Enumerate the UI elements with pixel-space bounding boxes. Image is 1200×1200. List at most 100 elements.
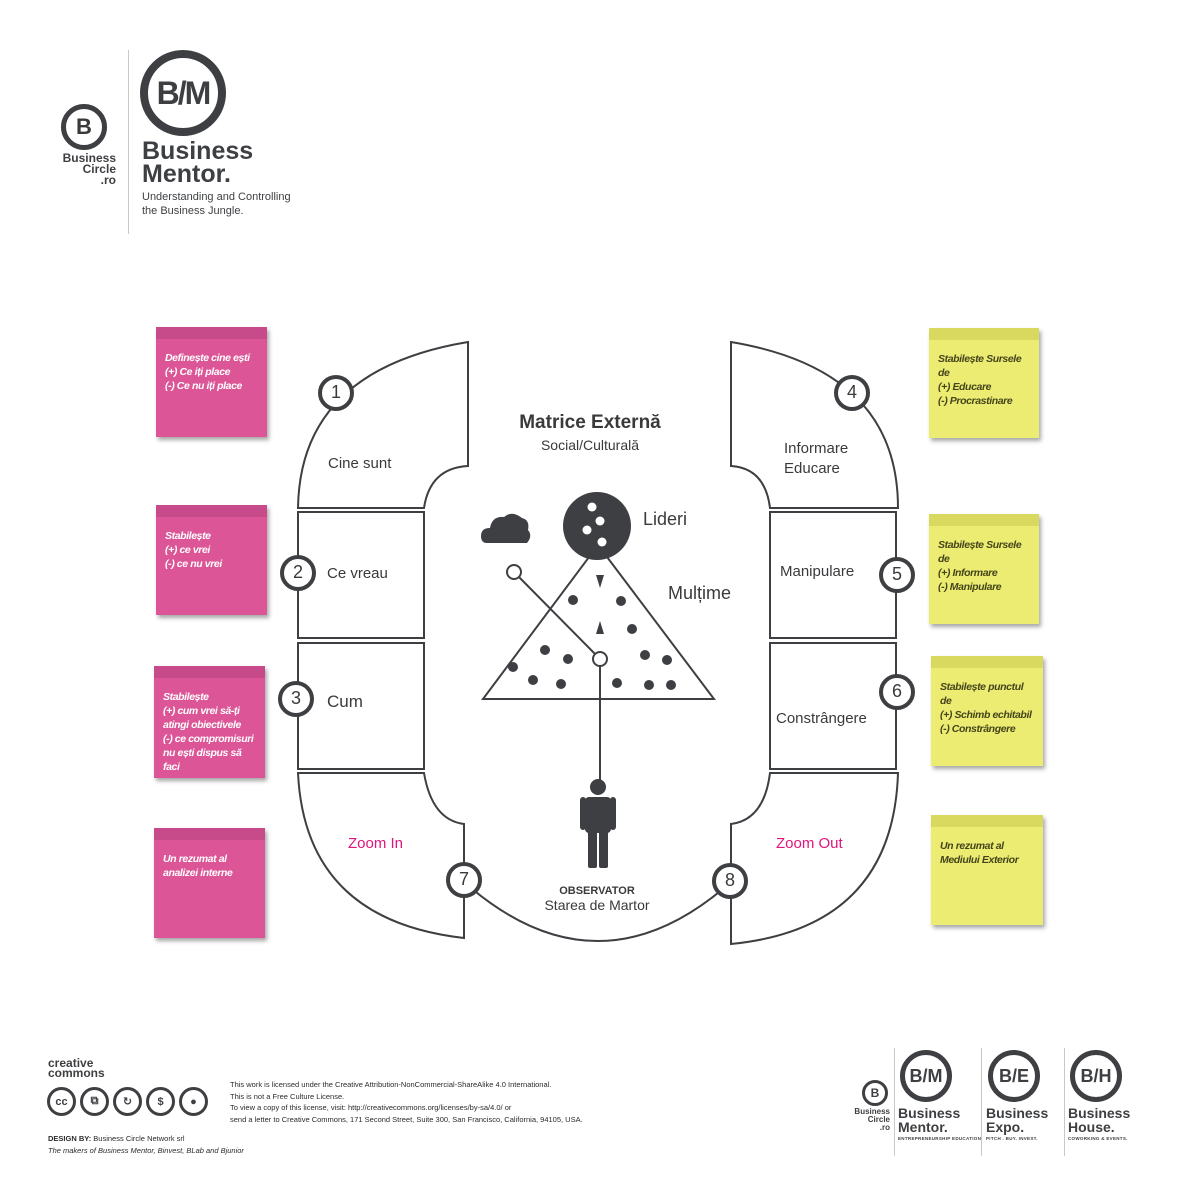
note-educare: Stabilește Sursele de (+) Educare (-) Pr…: [929, 328, 1039, 438]
note-ce-vrei: Stabilește (+) ce vrei (-) ce nu vrei: [156, 505, 267, 615]
brand-bm-slogan: ENTREPRENEURSHIP EDUCATION.: [898, 1136, 983, 1141]
badge-6: 6: [891, 681, 902, 701]
note-informare: Stabilește Sursele de (+) Informare (-) …: [929, 514, 1039, 624]
bm-name-line1: Business: [142, 137, 254, 165]
footer-bc-mark: B: [862, 1080, 888, 1106]
brand-be-slogan: PITCH . BUY. INVEST.: [986, 1136, 1038, 1141]
section-zoom-in-shape: [296, 772, 465, 940]
badge-7: 7: [458, 869, 469, 889]
brand-be-name2: Expo.: [986, 1119, 1025, 1135]
business-mentor-name: Business Mentor.: [142, 137, 254, 188]
observer-arc: [463, 881, 732, 942]
header-divider: [128, 50, 129, 234]
bm-name-line2: Mentor.: [142, 160, 231, 188]
badge-7-ring: [446, 862, 482, 898]
footer-bc-line1: Business: [854, 1107, 890, 1116]
license-line-1: This work is licensed under the Creative…: [230, 1080, 552, 1089]
note-rezumat-intern: Un rezumat al analizei interne: [154, 828, 265, 938]
note-cum-vrei: Stabilește (+) cum vrei să-ți atingi obi…: [154, 666, 265, 778]
person-icon: [580, 779, 616, 868]
label-zoom-out: Zoom Out: [776, 835, 843, 852]
label-ce-vreau: Ce vreau: [327, 565, 388, 582]
section-constrangere-shape: [769, 642, 897, 770]
brand-bm-name2: Mentor.: [898, 1119, 948, 1135]
business-circle-mark: B: [61, 104, 107, 150]
badge-1-ring: [318, 375, 354, 411]
down-arrow-icon: [596, 575, 604, 588]
brand-be-mark: B/E: [988, 1050, 1040, 1102]
crowd-dots: [508, 595, 676, 690]
bc-logo-line1: Business: [62, 151, 116, 165]
cc-word-line2: commons: [48, 1066, 105, 1080]
design-credit: DESIGN BY: Business Circle Network srl T…: [48, 1133, 244, 1157]
badge-5-ring: [879, 557, 915, 593]
bc-logo-line2: Circle: [82, 162, 116, 176]
design-by-value: Business Circle Network srl: [93, 1134, 185, 1143]
business-mentor-tagline: Understanding and Controlling the Busine…: [142, 190, 291, 218]
label-informare: Informare: [784, 440, 849, 457]
brand-be-name1: Business: [986, 1105, 1049, 1121]
bm-tagline-line2: the Business Jungle.: [142, 205, 244, 217]
badge-3-ring: [278, 681, 314, 717]
cc-noncommercial-icon: $: [146, 1087, 175, 1116]
label-manipulare: Manipulare: [780, 563, 855, 580]
makers-text: The makers of Business Mentor, Binvest, …: [48, 1146, 244, 1155]
label-cine-sunt: Cine sunt: [328, 455, 392, 472]
cc-license-icons: cc ⧉ ↻ $ ●: [47, 1087, 208, 1116]
design-by-label: DESIGN BY:: [48, 1134, 92, 1143]
badge-2-ring: [280, 555, 316, 591]
cc-sharealike-icon: ↻: [113, 1087, 142, 1116]
badge-3: 3: [290, 688, 301, 708]
badge-6-ring: [879, 674, 915, 710]
creative-commons-logo: creative commons: [48, 1056, 105, 1080]
label-multime: Mulțime: [668, 583, 732, 603]
label-informare-educare: Informare Educare: [784, 439, 848, 479]
cc-attribution-icon: ●: [179, 1087, 208, 1116]
brand-bm-mark: B/M: [900, 1050, 952, 1102]
license-line-2: This is not a Free Culture License.: [230, 1091, 345, 1101]
badge-4: 4: [846, 382, 857, 402]
badge-5: 5: [891, 564, 902, 584]
bm-tagline-line1: Understanding and Controlling: [142, 191, 291, 203]
section-informare-shape: [730, 340, 900, 509]
diagram-subtitle: Social/Culturală: [540, 437, 640, 453]
business-circle-logo: B Business Circle .ro: [44, 104, 124, 186]
label-cum: Cum: [327, 692, 363, 711]
badge-8-ring: [712, 863, 748, 899]
viewpoint-circle: [506, 564, 522, 580]
bc-logo-line3: .ro: [100, 173, 116, 187]
brand-separator-3: [1064, 1048, 1065, 1156]
footer-bc-line3: .ro: [879, 1123, 890, 1132]
note-rezumat-exterior: Un rezumat al Mediului Exterior: [931, 815, 1043, 925]
observation-line: [513, 571, 601, 660]
note-schimb: Stabilește punctul de (+) Schimb echitab…: [931, 656, 1043, 766]
badge-4-ring: [834, 375, 870, 411]
brand-bh-name2: House.: [1068, 1119, 1115, 1135]
brand-bh-name1: Business: [1068, 1105, 1131, 1121]
up-arrow-icon: [596, 621, 604, 634]
section-cine-sunt-shape: [296, 340, 469, 509]
footer-bc-line2: Circle: [867, 1115, 890, 1124]
cc-share-icon: ⧉: [80, 1087, 109, 1116]
brand-separator-2: [981, 1048, 982, 1156]
brand-bh-mark: B/H: [1070, 1050, 1122, 1102]
label-lideri: Lideri: [643, 509, 688, 529]
note-defineste: Definește cine ești (+) Ce iți place (-)…: [156, 327, 267, 437]
cloud-icon: [481, 513, 531, 543]
footer-bc-logo: B Business Circle .ro: [848, 1080, 890, 1132]
label-educare: Educare: [784, 460, 840, 477]
brand-bh-slogan: COWORKING & EVENTS.: [1068, 1136, 1128, 1141]
license-text: This work is licensed under the Creative…: [230, 1079, 583, 1125]
section-zoom-out-shape: [730, 772, 900, 946]
license-line-4: send a letter to Creative Commons, 171 S…: [230, 1114, 583, 1124]
badge-8: 8: [724, 870, 735, 890]
label-zoom-in: Zoom In: [348, 835, 404, 852]
badge-1: 1: [330, 382, 341, 402]
cc-word-line1: creative: [48, 1056, 94, 1070]
badge-2: 2: [292, 562, 303, 582]
brand-bm-name1: Business: [898, 1105, 961, 1121]
